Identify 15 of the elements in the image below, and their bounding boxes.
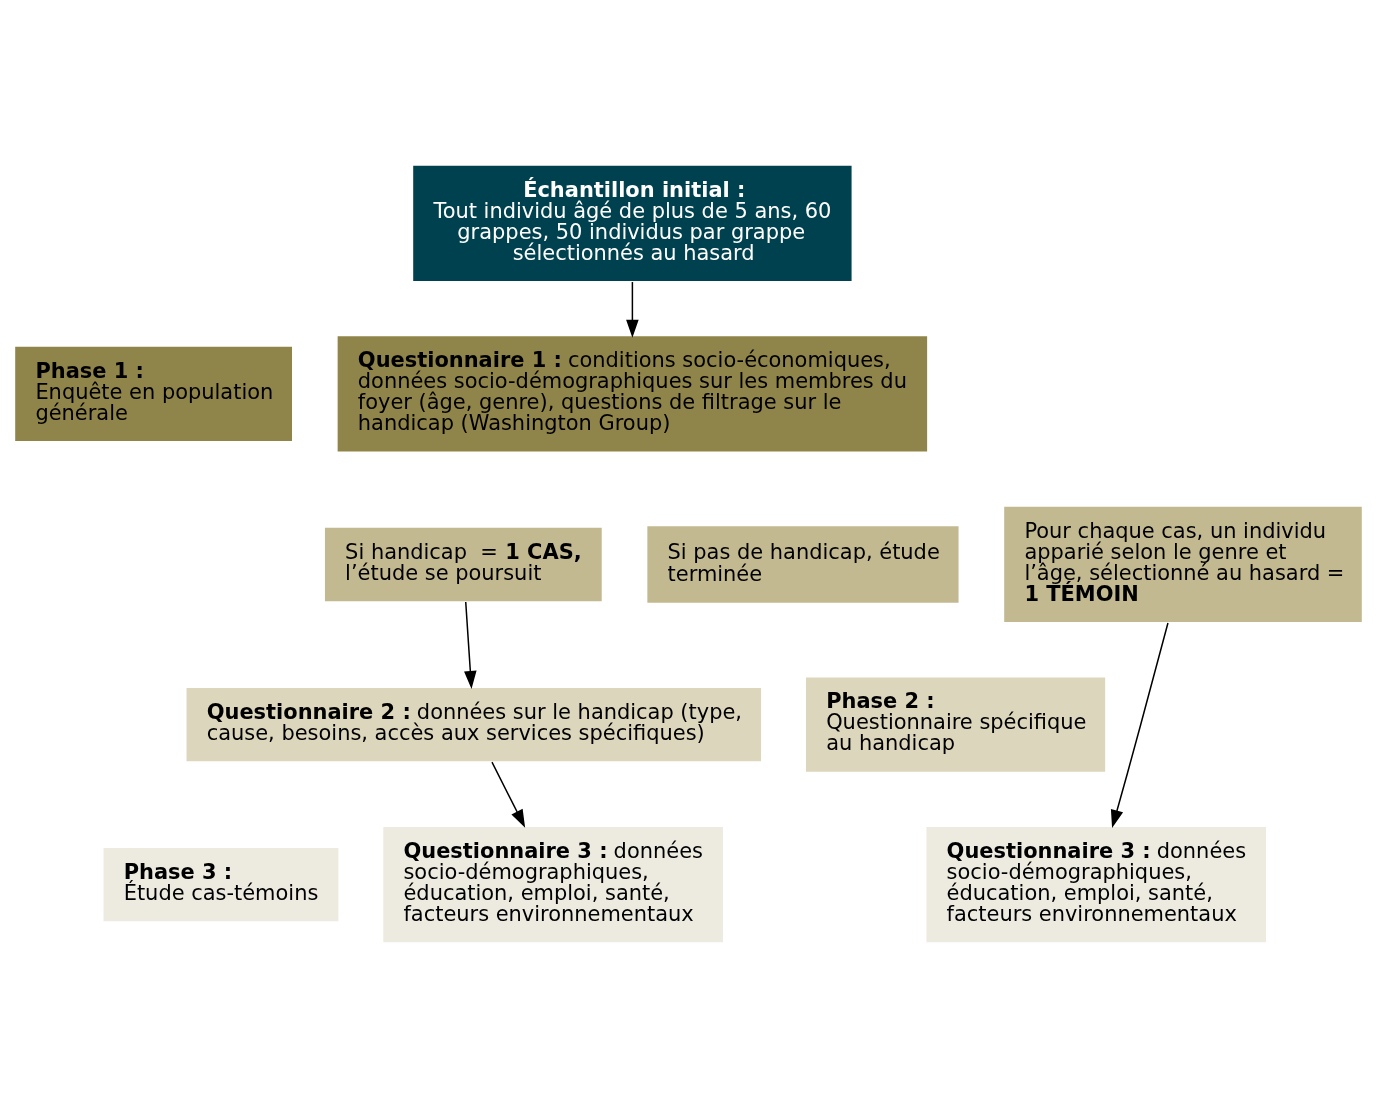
node-box: Échantillon initial : Tout individu âgé de plus de 5 ans, 60 grappes, 50 individus par grappe sélectionnés au hasard [411,163,854,282]
node-box: Questionnaire 1 : conditions socio-économiques, données socio-démographiques sur les membres du foyer (âge, genre), questions de filtrage sur le handicap (Washington Group) [336,334,929,453]
node-box: Phase 3 : Étude cas-témoins [102,846,340,923]
node-box: Phase 1 : Enquête en population générale [13,344,294,443]
arrow [464,600,477,689]
node-box: Questionnaire 2 : données sur le handicap (type, cause, besoins, accès aux services spécifiques) [185,685,763,763]
node-box: Phase 2 : Questionnaire spécifique au handicap [804,675,1107,773]
node-box: Si handicap = 1 CAS, l’étude se poursuit [323,525,604,603]
node-box: Pour chaque cas, un individu apparié selon le genre et l’âge, sélectionné au hasard = 1 TÉMOIN [1002,504,1364,624]
arrow [1110,621,1169,828]
arrow [626,280,639,338]
node-box: Questionnaire 3 : données socio-démographiques, éducation, emploi, santé, facteurs environnementaux [381,825,725,944]
node-box: Questionnaire 3 : données socio-démographiques, éducation, emploi, santé, facteurs environnementaux [924,825,1268,944]
arrow [491,760,526,828]
node-box: Si pas de handicap, étude terminée [645,524,961,604]
